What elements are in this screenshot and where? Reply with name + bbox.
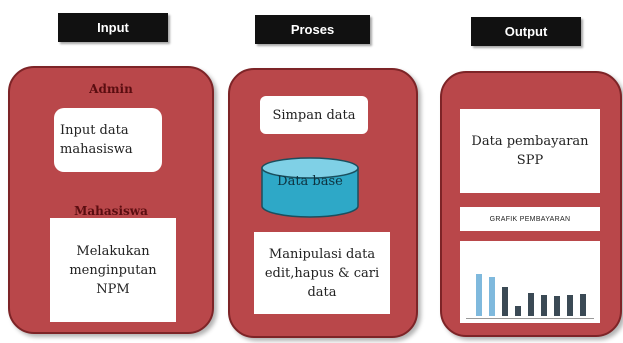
manipulasi-box: Manipulasi data edit,hapus & cari data (254, 232, 390, 314)
header-proses: Proses (255, 15, 370, 44)
grafik-chart-area (466, 246, 594, 319)
header-input: Input (58, 13, 168, 42)
admin-box: Input data mahasiswa (54, 108, 162, 172)
database-icon (261, 157, 359, 218)
chart-bar (515, 305, 521, 316)
simpan-box-text: Simpan data (272, 107, 356, 123)
chart-bar (554, 295, 560, 316)
mahasiswa-label: Mahasiswa (74, 204, 148, 218)
chart-bar (502, 286, 508, 316)
grafik-label-box: GRAFIK PEMBAYARAN (460, 207, 600, 231)
mahasiswa-box: Melakukan menginputan NPM (50, 218, 176, 322)
grafik-label: GRAFIK PEMBAYARAN (489, 215, 571, 223)
mahasiswa-box-text: Melakukan menginputan NPM (69, 243, 157, 297)
pembayaran-box: Data pembayaran SPP (460, 109, 600, 193)
chart-bar (580, 293, 586, 316)
chart-bar (541, 294, 547, 316)
pembayaran-box-text: Data pembayaran SPP (471, 134, 589, 168)
proses-panel: Simpan data Data base Manipulasi data ed… (228, 68, 418, 338)
chart-bar (567, 294, 573, 316)
input-panel: Admin Input data mahasiswa Mahasiswa Mel… (8, 66, 214, 334)
header-output: Output (471, 17, 581, 46)
admin-label: Admin (89, 82, 133, 96)
header-input-label: Input (97, 20, 129, 35)
admin-box-text: Input data mahasiswa (60, 123, 133, 157)
header-proses-label: Proses (290, 22, 335, 37)
grafik-chart (460, 241, 600, 323)
output-panel: Data pembayaran SPP GRAFIK PEMBAYARAN (440, 71, 622, 337)
database-label: Data base (277, 174, 343, 189)
chart-bar (476, 273, 482, 316)
simpan-box: Simpan data (260, 96, 368, 134)
database-cylinder: Data base (260, 156, 360, 220)
header-output-label: Output (504, 24, 548, 39)
manipulasi-box-text: Manipulasi data edit,hapus & cari data (264, 246, 380, 300)
chart-bar (528, 292, 534, 316)
chart-bar (489, 276, 495, 316)
